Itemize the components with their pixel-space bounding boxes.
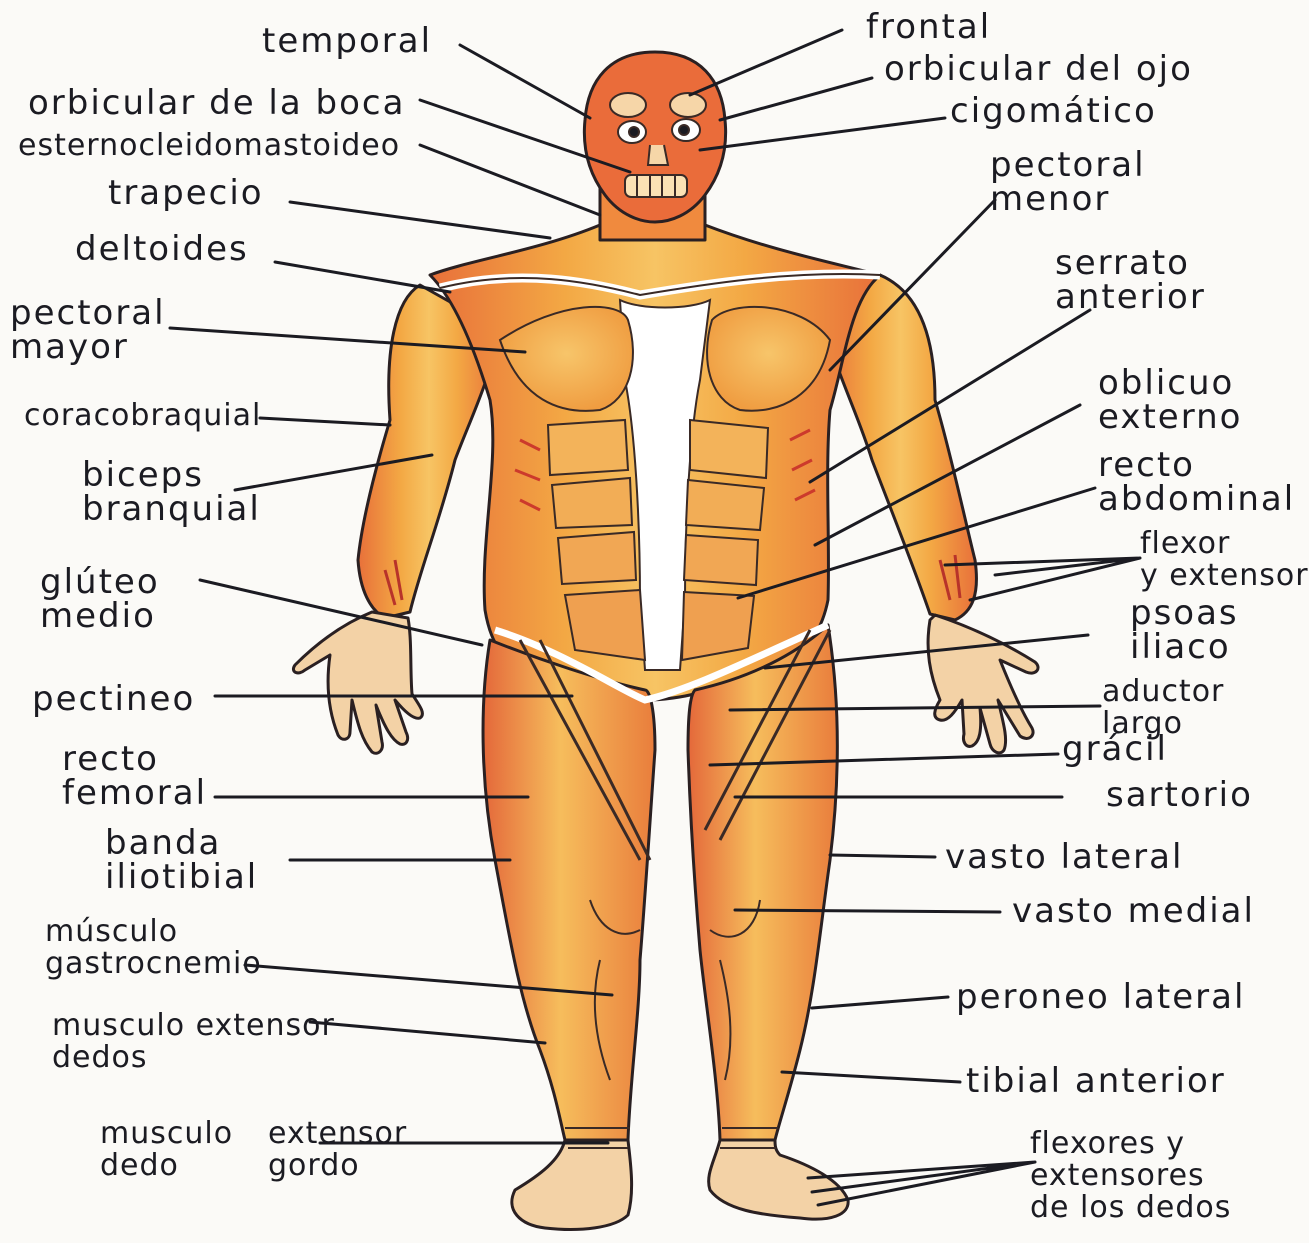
- label-pectoral-menor: pectoral menor: [990, 148, 1146, 216]
- label-psoas-iliaco: psoas iliaco: [1130, 596, 1239, 664]
- label-oblicuo-externo: oblicuo externo: [1098, 366, 1242, 434]
- leader-vasto-lateral: [830, 855, 935, 857]
- leader-orbicular-ojo: [720, 78, 872, 120]
- left-hand: [293, 612, 422, 753]
- label-orbicular-boca: orbicular de la boca: [28, 86, 405, 120]
- leader-tibial-anterior: [782, 1072, 960, 1082]
- label-flexor-extensores: flexor y extensores: [1140, 528, 1309, 592]
- label-gastrocnemio: músculo gastrocnemio: [45, 916, 262, 980]
- left-foot: [512, 1140, 632, 1229]
- label-frontal: frontal: [866, 10, 991, 44]
- leader-extensor-dedos: [310, 1022, 545, 1043]
- left-leg: [483, 640, 655, 1140]
- label-orbicular-ojo: orbicular del ojo: [884, 52, 1193, 86]
- leader-deltoides: [275, 262, 450, 292]
- label-pectineo: pectineo: [32, 682, 195, 716]
- label-recto-abdominal: recto abdominal: [1098, 448, 1295, 516]
- leader-trapecio: [290, 202, 550, 238]
- label-vasto-lateral: vasto lateral: [945, 840, 1183, 874]
- label-trapecio: trapecio: [108, 176, 264, 210]
- label-sartorio: sartorio: [1106, 778, 1253, 812]
- right-leg: [688, 625, 837, 1140]
- label-recto-femoral: recto femoral: [62, 742, 207, 810]
- label-serrato-anterior: serrato anterior: [1055, 246, 1206, 314]
- label-peroneo-lateral: peroneo lateral: [956, 980, 1245, 1014]
- label-extensor-dedo-gordo-b: extensor gordo: [268, 1118, 407, 1182]
- leader-cigomatico: [700, 118, 945, 150]
- label-banda-iliotibial: banda iliotibial: [105, 826, 258, 894]
- leader-temporal: [460, 45, 590, 118]
- label-deltoides: deltoides: [75, 232, 249, 266]
- label-temporal: temporal: [262, 24, 432, 58]
- leader-coracobraquial: [260, 418, 390, 425]
- leader-vasto-medial: [735, 910, 1000, 912]
- leader-peroneo-lateral: [812, 997, 948, 1008]
- label-extensor-dedo-gordo-a: musculo dedo: [100, 1118, 233, 1182]
- label-coracobraquial: coracobraquial: [24, 400, 261, 432]
- label-pectoral-mayor: pectoral mayor: [10, 296, 166, 364]
- label-vasto-medial: vasto medial: [1012, 894, 1255, 928]
- label-flexores-extensores-dedos: flexores y extensores de los dedos: [1030, 1128, 1231, 1224]
- label-extensor-dedos: musculo extensor dedos: [52, 1010, 335, 1074]
- label-cigomatico: cigomático: [950, 94, 1157, 128]
- leader-frontal: [690, 30, 842, 95]
- label-gluteo-medio: glúteo medio: [40, 565, 160, 633]
- leader-esternocleidomastoideo: [420, 145, 600, 215]
- label-gracil: grácil: [1062, 732, 1168, 766]
- right-hand: [928, 615, 1038, 753]
- label-biceps: biceps branquial: [82, 458, 261, 526]
- label-esternocleidomastoideo: esternocleidomastoideo: [18, 130, 400, 162]
- right-foot: [709, 1140, 849, 1219]
- label-tibial-anterior: tibial anterior: [966, 1064, 1226, 1098]
